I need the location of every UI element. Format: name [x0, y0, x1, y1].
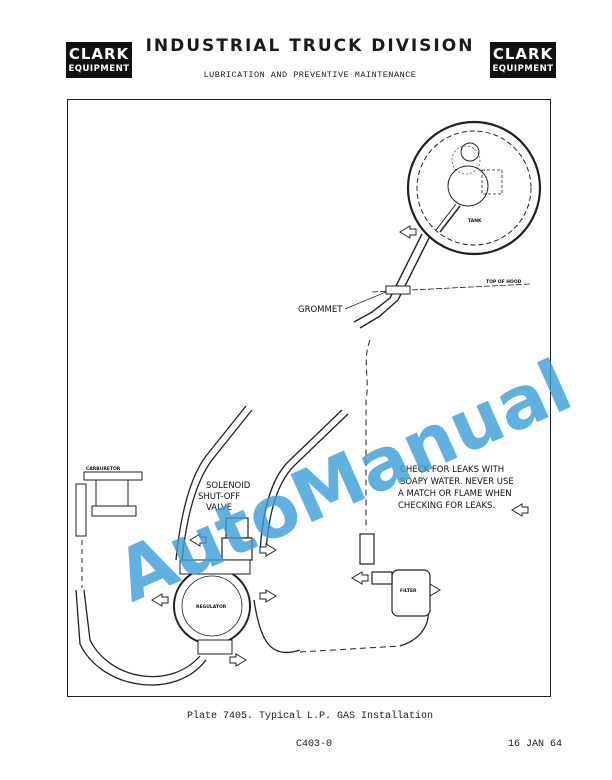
logo-sub: EQUIPMENT	[492, 64, 554, 74]
logo-brand: CLARK	[68, 45, 130, 63]
tank-drawing	[406, 120, 542, 256]
filter-dashed	[299, 645, 401, 653]
grommet-shape	[385, 285, 411, 295]
arrow-icon	[151, 593, 169, 607]
tank-label: TANK	[468, 218, 482, 224]
plate-caption: Plate 7405. Typical L.P. GAS Installatio…	[186, 711, 434, 722]
clark-logo-right: CLARK EQUIPMENT	[490, 42, 556, 78]
solenoid-label-3: VALVE	[206, 503, 232, 513]
warning-line-3: A MATCH OR FLAME WHEN	[398, 489, 512, 499]
document-code: C403-0	[296, 739, 333, 750]
grommet-leader	[344, 291, 387, 310]
carb-hose-inner	[75, 589, 207, 686]
warning-line-2: SOAPY WATER. NEVER USE	[400, 477, 514, 487]
filter	[359, 533, 431, 617]
top-of-hood-label: TOP OF HOOD	[486, 279, 522, 285]
page-subtitle: LUBRICATION AND PREVENTIVE MAINTENANCE	[203, 70, 417, 80]
arrow-icon	[511, 503, 529, 517]
arrow-icon	[399, 225, 417, 239]
diagram-frame	[67, 99, 551, 697]
page-title: INDUSTRIAL TRUCK DIVISION	[145, 36, 475, 56]
fuel-line-left-outer	[181, 409, 253, 561]
regulator	[173, 559, 251, 655]
carburetor-label: CARBURETOR	[86, 466, 121, 472]
tank-hose	[359, 235, 431, 329]
arrow-icon	[259, 543, 277, 557]
warning-line-4: CHECKING FOR LEAKS.	[398, 501, 495, 511]
filter-label: FILTER	[400, 588, 417, 594]
warning-line-1: CHECK FOR LEAKS WITH	[400, 465, 504, 475]
solenoid-label-2: SHUT-OFF	[198, 492, 240, 502]
arrow-icon	[229, 653, 247, 667]
clark-logo-left: CLARK EQUIPMENT	[66, 42, 132, 78]
fuel-line-left	[175, 405, 247, 561]
filter-hose	[253, 599, 301, 654]
arrow-icon	[259, 589, 277, 603]
regulator-label: REGULATOR	[196, 604, 227, 610]
logo-sub: EQUIPMENT	[68, 64, 130, 74]
arrow-icon	[351, 571, 369, 585]
logo-brand: CLARK	[492, 45, 554, 63]
flex-line-dashed	[365, 339, 371, 530]
fuel-line-right	[259, 409, 343, 553]
fuel-line-right-outer	[265, 413, 349, 553]
carb-hose	[83, 589, 201, 678]
tank-hose-inner	[353, 233, 423, 323]
carburetor	[75, 471, 143, 537]
arrow-icon	[189, 533, 207, 547]
solenoid-label-1: SOLENOID	[206, 481, 251, 491]
grommet-label: GROMMET	[298, 305, 343, 315]
document-date: 16 JAN 64	[508, 739, 563, 750]
